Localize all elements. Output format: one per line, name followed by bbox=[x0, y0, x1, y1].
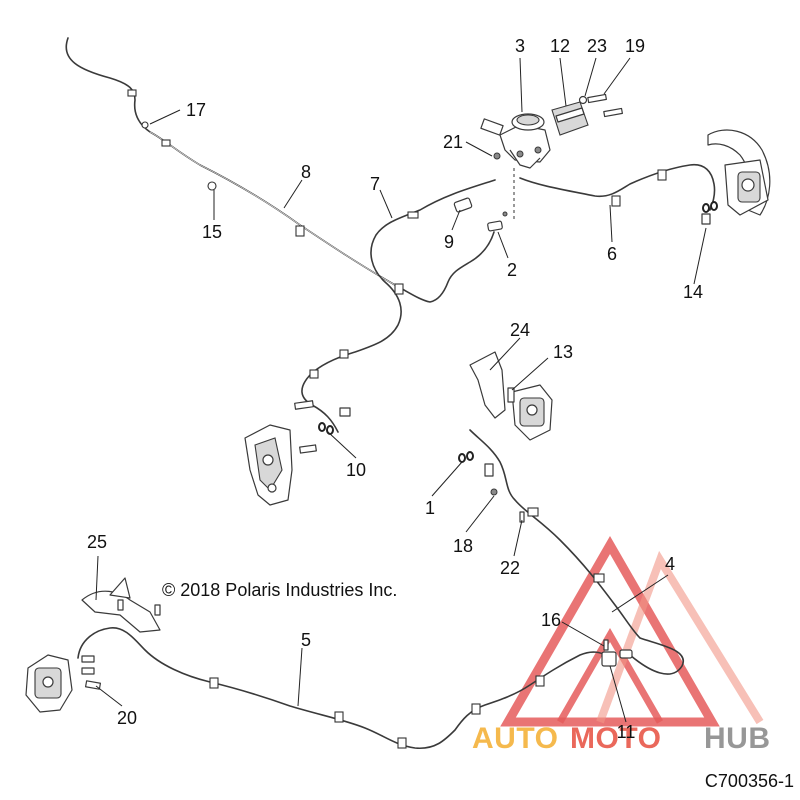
caliper-bracket-25 bbox=[81, 577, 161, 633]
callout-20: 20 bbox=[117, 708, 137, 728]
watermark-moto: MOTO bbox=[570, 722, 661, 755]
bolts-front-left bbox=[294, 400, 351, 454]
callout-24: 24 bbox=[510, 320, 530, 340]
bolt-13 bbox=[507, 387, 515, 403]
nut-21 bbox=[493, 152, 501, 160]
hose-clip bbox=[397, 737, 407, 749]
caliper-front-left bbox=[244, 424, 293, 506]
callout-23: 23 bbox=[587, 36, 607, 56]
callout-9: 9 bbox=[444, 232, 454, 252]
fitting-9 bbox=[453, 197, 473, 213]
callout-16: 16 bbox=[541, 610, 561, 630]
callout-labels: 3 12 23 19 21 17 8 15 7 9 2 6 14 10 24 1… bbox=[87, 36, 703, 742]
master-cylinder bbox=[480, 113, 551, 169]
hose-clip bbox=[209, 677, 219, 689]
callout-3: 3 bbox=[515, 36, 525, 56]
hose-clip bbox=[535, 675, 545, 687]
hose-clips bbox=[127, 89, 667, 749]
callout-2: 2 bbox=[507, 260, 517, 280]
caliper-bracket-24 bbox=[469, 351, 506, 419]
callout-12: 12 bbox=[550, 36, 570, 56]
callout-13: 13 bbox=[553, 342, 573, 362]
watermark-auto: AUTO bbox=[472, 722, 558, 755]
hose-clip bbox=[309, 369, 319, 379]
callout-21: 21 bbox=[443, 132, 463, 152]
brake-line-7 bbox=[301, 179, 496, 433]
caliper-rear-left bbox=[25, 654, 73, 713]
brake-line-4 bbox=[469, 429, 685, 675]
fitting-2 bbox=[487, 211, 508, 232]
washers-1 bbox=[458, 451, 494, 477]
washer-23 bbox=[578, 95, 588, 105]
callout-8: 8 bbox=[301, 162, 311, 182]
watermark-hub: HUB bbox=[704, 722, 771, 755]
callout-25: 25 bbox=[87, 532, 107, 552]
callout-4: 4 bbox=[665, 554, 675, 574]
copyright-notice: © 2018 Polaris Industries Inc. bbox=[162, 580, 398, 600]
hose-clip bbox=[339, 349, 349, 359]
bolts-19 bbox=[587, 93, 623, 118]
document-id: C700356-1 bbox=[704, 771, 794, 791]
hose-clip bbox=[527, 507, 539, 517]
junction-block-11 bbox=[601, 639, 633, 667]
brake-line-6 bbox=[519, 163, 716, 211]
callout-1: 1 bbox=[425, 498, 435, 518]
brake-line-8 bbox=[65, 37, 495, 303]
callout-14: 14 bbox=[683, 282, 703, 302]
callout-15: 15 bbox=[202, 222, 222, 242]
bolts-rear-left bbox=[81, 599, 161, 690]
hose-clip-17 bbox=[141, 121, 149, 129]
callout-18: 18 bbox=[453, 536, 473, 556]
caliper-front-right bbox=[707, 129, 771, 216]
callout-22: 22 bbox=[500, 558, 520, 578]
callout-5: 5 bbox=[301, 630, 311, 650]
hose-clip bbox=[593, 573, 605, 583]
bolt-25-top bbox=[117, 599, 124, 611]
leader-lines bbox=[95, 57, 707, 723]
hose-clip bbox=[407, 211, 419, 219]
hose-clip bbox=[394, 283, 404, 295]
bolt-25-side bbox=[154, 604, 161, 616]
watermark-triangles bbox=[500, 535, 764, 727]
nut-18 bbox=[490, 488, 498, 496]
washers-6 bbox=[701, 201, 718, 225]
hose-clip bbox=[295, 225, 305, 237]
hose-clip bbox=[127, 89, 137, 97]
callout-10: 10 bbox=[346, 460, 366, 480]
brake-line-5 bbox=[77, 627, 609, 750]
callout-7: 7 bbox=[370, 174, 380, 194]
hose-clip bbox=[611, 195, 621, 207]
reservoir-bracket bbox=[551, 101, 589, 136]
caliper-rear-right bbox=[511, 384, 553, 441]
hose-clip bbox=[471, 703, 481, 715]
callout-17: 17 bbox=[186, 100, 206, 120]
hose-clip-15 bbox=[207, 181, 217, 191]
callout-19: 19 bbox=[625, 36, 645, 56]
hose-clip bbox=[657, 169, 667, 181]
hose-clip bbox=[161, 139, 171, 147]
watermark-logo: AUTO MOTO HUB bbox=[472, 535, 771, 755]
clip-16 bbox=[603, 639, 609, 651]
callout-6: 6 bbox=[607, 244, 617, 264]
callout-11: 11 bbox=[617, 722, 636, 742]
hose-clip bbox=[334, 711, 344, 723]
